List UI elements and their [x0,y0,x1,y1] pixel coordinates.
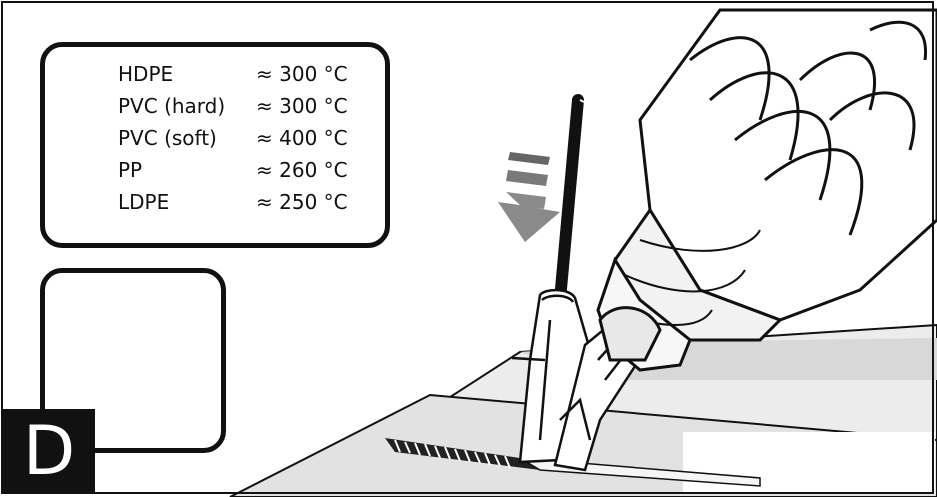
step-letter: D [22,412,76,491]
down-arrow-icon [498,152,560,242]
heat-gun [596,8,937,372]
material-temperature: ≈ 300 °C [256,94,348,118]
welding-rod [554,94,585,306]
material-temperature: ≈ 300 °C [256,62,348,86]
material-temperature: ≈ 250 °C [256,190,348,214]
material-name: PVC (hard) [118,94,226,118]
material-temperature: ≈ 260 °C [256,158,348,182]
material-name: PVC (soft) [118,126,217,150]
material-temperature: ≈ 400 °C [256,126,348,150]
material-name: PP [118,158,143,182]
step-badge: D [3,409,95,494]
sheet-highlight [683,432,935,494]
material-name: LDPE [118,190,170,214]
temperature-panel [40,42,390,248]
material-name: HDPE [118,62,174,86]
